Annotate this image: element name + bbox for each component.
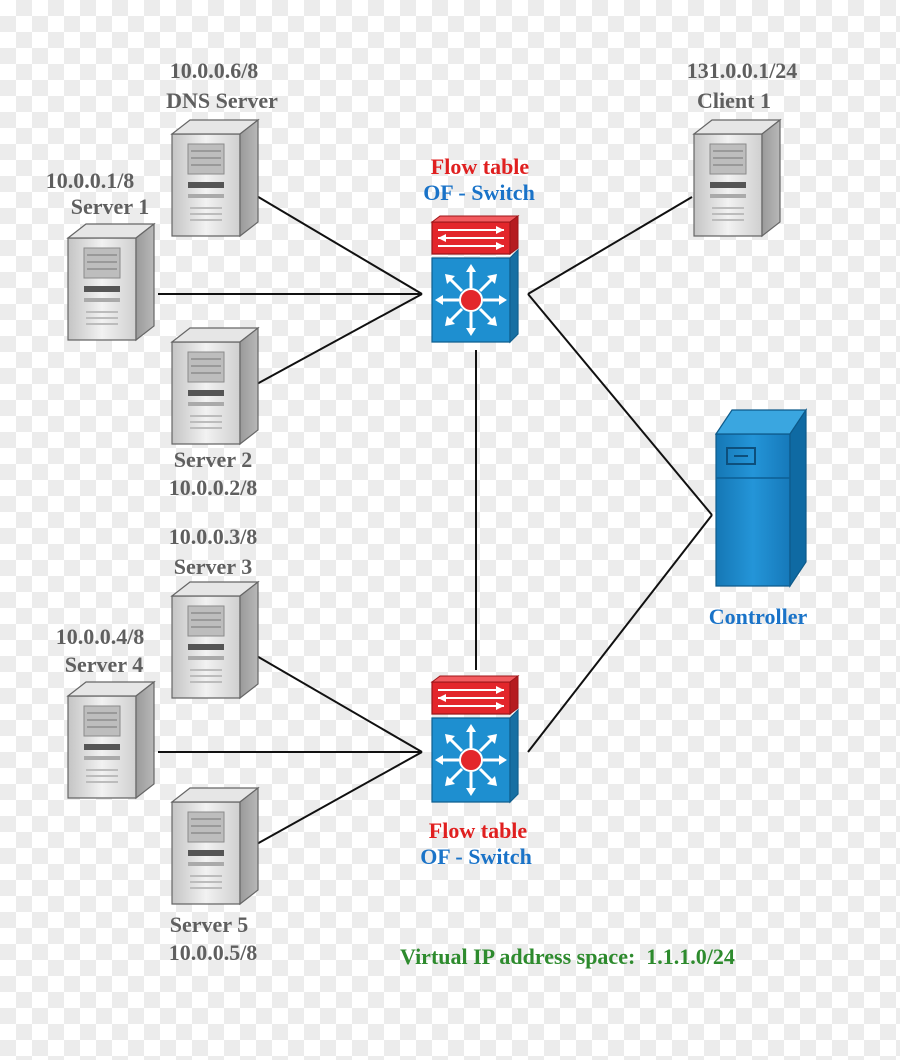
server3-icon — [171, 581, 259, 699]
top-switch-label: OF - Switch — [423, 180, 535, 205]
top-of-switch-icon — [430, 214, 520, 344]
server1-name: Server 1 — [70, 194, 150, 219]
client1-name: Client 1 — [697, 88, 771, 113]
server4-name: Server 4 — [64, 652, 144, 677]
dns-server-name: DNS Server — [166, 88, 278, 113]
server4-icon — [67, 681, 155, 799]
link-client-switch — [527, 196, 693, 295]
server3-ip: 10.0.0.3/8 — [168, 524, 258, 549]
bottom-flow-table-label: Flow table — [428, 818, 528, 843]
link-server3-switch — [254, 654, 423, 753]
server5-name: Server 5 — [169, 912, 249, 937]
server4-ip: 10.0.0.4/8 — [55, 624, 145, 649]
server2-ip: 10.0.0.2/8 — [168, 475, 258, 500]
server2-name: Server 2 — [173, 447, 253, 472]
client1-ip: 131.0.0.1/24 — [686, 58, 798, 83]
link-server2-switch — [254, 293, 423, 386]
server1-ip: 10.0.0.1/8 — [45, 168, 135, 193]
bottom-of-switch-icon — [430, 674, 520, 804]
controller-label: Controller — [708, 604, 808, 629]
link-server5-switch — [254, 751, 423, 846]
link-dns-switch — [254, 194, 423, 295]
server3-name: Server 3 — [173, 554, 253, 579]
server1-icon — [67, 223, 155, 341]
link-topswitch-controller — [527, 293, 713, 516]
link-bottomswitch-controller — [527, 514, 713, 753]
server2-icon — [171, 327, 259, 445]
links — [158, 194, 713, 846]
virtual-ip-label: Virtual IP address space: 1.1.1.0/24 — [400, 944, 735, 969]
server5-icon — [171, 787, 259, 905]
client1-icon — [693, 119, 781, 237]
controller-icon — [714, 408, 808, 588]
top-flow-table-label: Flow table — [430, 154, 530, 179]
bottom-switch-label: OF - Switch — [420, 844, 532, 869]
dns-server-icon — [171, 119, 259, 237]
dns-server-ip: 10.0.0.6/8 — [169, 58, 259, 83]
server5-ip: 10.0.0.5/8 — [168, 940, 258, 965]
